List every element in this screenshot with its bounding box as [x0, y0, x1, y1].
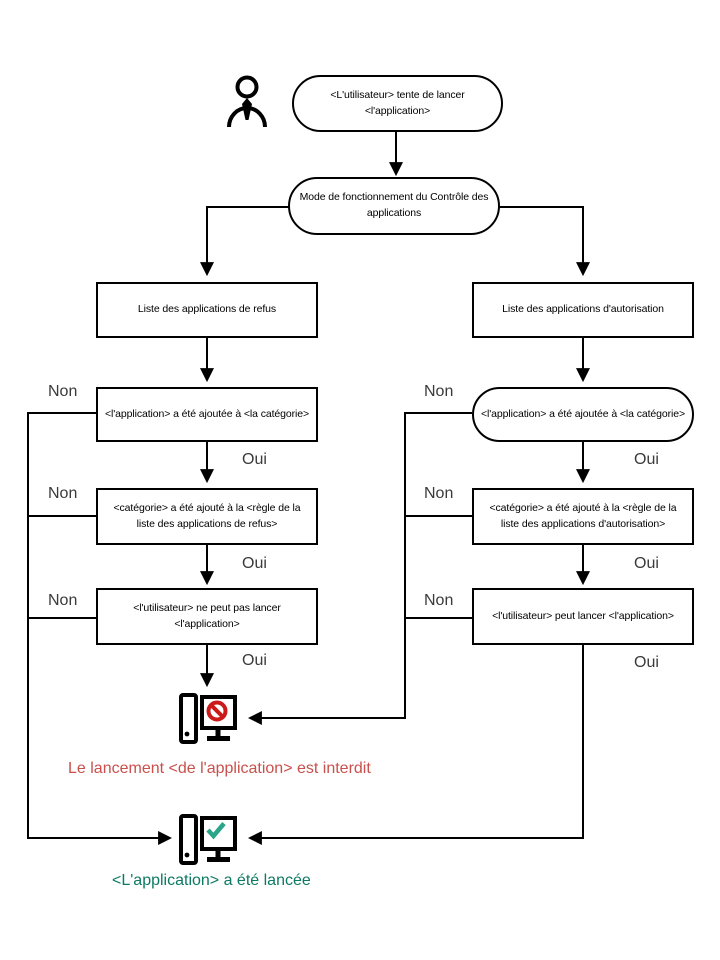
- node-deny-app-added: <l'application> a été ajoutée à <la caté…: [96, 387, 318, 442]
- node-deny-category-added: <catégorie> a été ajouté à la <règle de …: [96, 488, 318, 545]
- person-icon: [227, 75, 267, 128]
- node-deny-user-cannot-launch: <l'utilisateur> ne peut pas lancer <l'ap…: [96, 588, 318, 645]
- node-allow-app-added: <l'application> a été ajoutée à <la caté…: [472, 387, 694, 442]
- label-no-allow-1: Non: [422, 383, 456, 401]
- label-yes-allow-2: Oui: [632, 555, 661, 573]
- label-no-deny-2: Non: [46, 485, 80, 503]
- computer-launched-icon: [179, 814, 237, 865]
- computer-blocked-icon: [179, 693, 237, 744]
- result-blocked-text: Le lancement <de l'application> est inte…: [68, 760, 371, 777]
- node-allow-user-can-launch: <l'utilisateur> peut lancer <l'applicati…: [472, 588, 694, 645]
- label-yes-allow-1: Oui: [632, 451, 661, 469]
- result-launched-text: <L'application> a été lancée: [112, 872, 311, 889]
- node-deny-app-added-text: <l'application> a été ajoutée à <la caté…: [104, 407, 310, 420]
- node-start: <L'utilisateur> tente de lancer <l'appli…: [292, 75, 503, 132]
- label-yes-deny-2: Oui: [240, 555, 269, 573]
- node-allow-app-added-text: <l'application> a été ajoutée à <la caté…: [480, 407, 686, 420]
- label-no-allow-2: Non: [422, 485, 456, 503]
- node-mode: Mode de fonctionnement du Contrôle des a…: [288, 177, 500, 235]
- node-allow-category-added-text: <catégorie> a été ajouté à la <règle de …: [489, 501, 677, 530]
- node-mode-text: Mode de fonctionnement du Contrôle des a…: [299, 191, 489, 219]
- node-allowlist-text: Liste des applications d'autorisation: [502, 303, 664, 316]
- label-no-deny-1: Non: [46, 383, 80, 401]
- label-yes-allow-3: Oui: [632, 654, 661, 672]
- node-deny-category-added-text: <catégorie> a été ajouté à la <règle de …: [113, 501, 301, 530]
- node-deny-user-cannot-launch-text: <l'utilisateur> ne peut pas lancer <l'ap…: [133, 601, 281, 630]
- node-start-text: <L'utilisateur> tente de lancer <l'appli…: [330, 88, 465, 117]
- node-denylist: Liste des applications de refus: [96, 282, 318, 338]
- label-no-allow-3: Non: [422, 592, 456, 610]
- label-no-deny-3: Non: [46, 592, 80, 610]
- node-denylist-text: Liste des applications de refus: [137, 303, 277, 316]
- node-allow-category-added: <catégorie> a été ajouté à la <règle de …: [472, 488, 694, 545]
- label-yes-deny-3: Oui: [240, 652, 269, 670]
- node-allowlist: Liste des applications d'autorisation: [472, 282, 694, 338]
- node-allow-user-can-launch-text: <l'utilisateur> peut lancer <l'applicati…: [492, 609, 674, 622]
- label-yes-deny-1: Oui: [240, 451, 269, 469]
